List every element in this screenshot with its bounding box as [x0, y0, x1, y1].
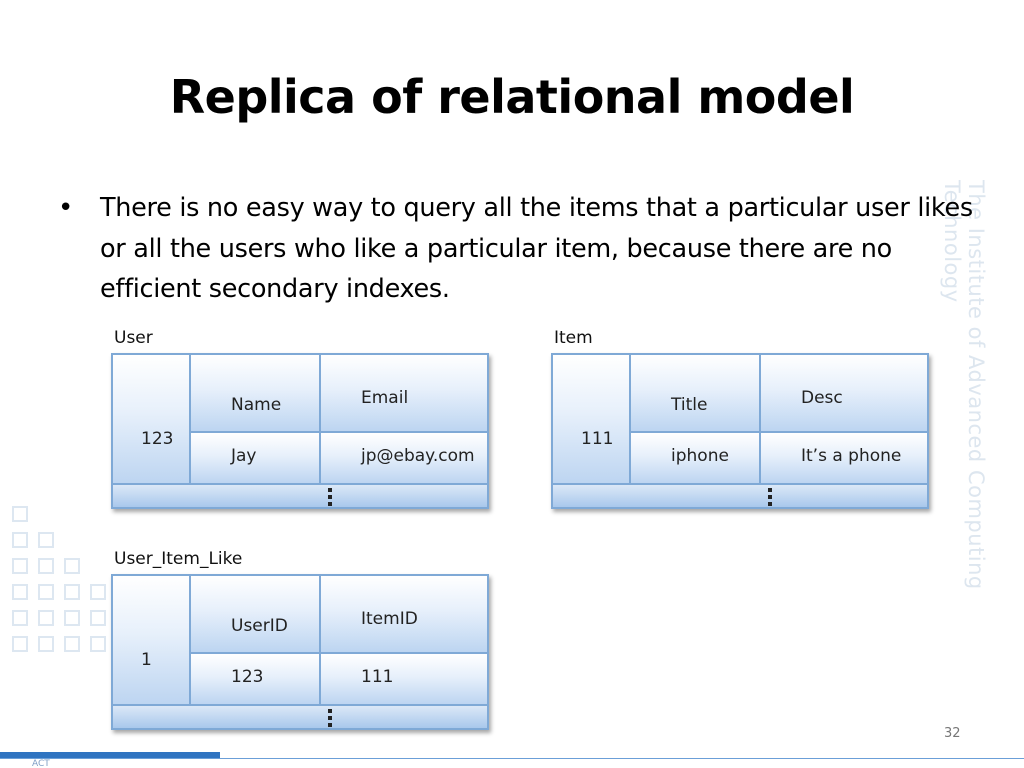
column-header-cell: ItemID	[320, 575, 488, 653]
column-name: Email	[361, 388, 409, 408]
slide-title: Replica of relational model	[169, 70, 855, 124]
cell-value: Jay	[231, 446, 257, 466]
cell-value: It’s a phone	[801, 446, 902, 466]
bullet-text: There is no easy way to query all the it…	[100, 193, 973, 304]
watermark-text: The Institute of Advanced Computing Tech…	[940, 180, 988, 590]
vertical-ellipsis-icon	[328, 709, 332, 727]
value-cell: Jay	[190, 432, 320, 484]
row-key-cell: 1	[112, 575, 190, 705]
row-key: 111	[581, 429, 614, 449]
value-cell: 123	[190, 653, 320, 705]
cell-value: jp@ebay.com	[361, 446, 475, 466]
column-header-cell: Name	[190, 354, 320, 432]
column-header-cell: Title	[630, 354, 760, 432]
user-table: 123 Name Email Jay jp@ebay.com	[111, 353, 489, 509]
value-cell: jp@ebay.com	[320, 432, 488, 484]
footer-divider	[0, 758, 1024, 759]
item-table-label: Item	[554, 328, 593, 348]
value-cell: It’s a phone	[760, 432, 928, 484]
user-table-label: User	[114, 328, 153, 348]
cell-value: iphone	[671, 446, 729, 466]
column-header-cell: Email	[320, 354, 488, 432]
row-key-cell: 123	[112, 354, 190, 484]
row-key-cell: 111	[552, 354, 630, 484]
column-header-cell: UserID	[190, 575, 320, 653]
vertical-ellipsis-icon	[768, 488, 772, 506]
value-cell: iphone	[630, 432, 760, 484]
footer-logo: ACT	[32, 759, 50, 768]
column-name: Desc	[801, 388, 843, 408]
user-item-like-table: 1 UserID ItemID 123 111	[111, 574, 489, 730]
vertical-ellipsis-icon	[328, 488, 332, 506]
cell-value: 111	[361, 667, 394, 687]
slide-number: 32	[944, 726, 961, 741]
column-name: Title	[671, 395, 708, 415]
more-rows-row	[112, 705, 488, 729]
column-name: Name	[231, 395, 282, 415]
value-cell: 111	[320, 653, 488, 705]
column-header-cell: Desc	[760, 354, 928, 432]
user-item-like-table-label: User_Item_Like	[114, 549, 243, 569]
more-rows-row	[112, 484, 488, 508]
bullet-dot-icon: •	[58, 193, 74, 223]
row-key: 123	[141, 429, 174, 449]
column-name: ItemID	[361, 609, 418, 629]
footer-accent-bar	[0, 752, 220, 759]
column-name: UserID	[231, 616, 288, 636]
more-rows-row	[552, 484, 928, 508]
row-key: 1	[141, 650, 152, 670]
cell-value: 123	[231, 667, 264, 687]
item-table: 111 Title Desc iphone It’s a phone	[551, 353, 929, 509]
